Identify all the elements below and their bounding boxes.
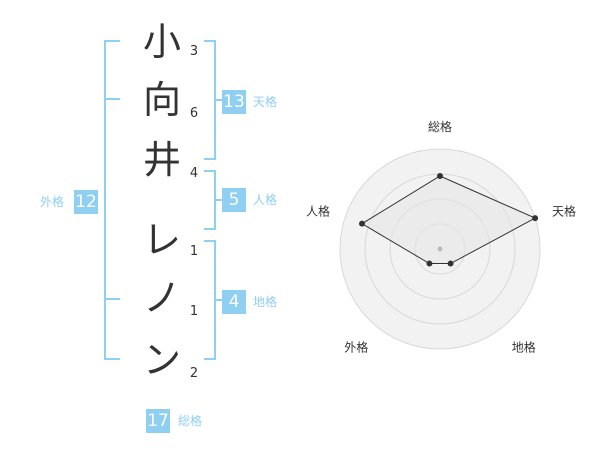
jinkaku-bracket (204, 170, 216, 230)
tenkaku-badge: 13 (222, 90, 246, 114)
stroke-count-2: 6 (189, 106, 199, 121)
stroke-count-4: 1 (189, 244, 199, 259)
radar-point-2 (532, 215, 539, 222)
name-char-6: ン (142, 338, 181, 382)
tenkaku-tick (216, 99, 222, 101)
chikaku-label: 地格 (253, 295, 278, 309)
gaikaku-label: 外格 (40, 195, 65, 209)
radar-point-3 (447, 260, 454, 267)
stroke-count-1: 3 (189, 44, 199, 59)
radar-polygon (361, 175, 537, 265)
name-char-4: レ (142, 218, 181, 262)
radar-axis-label-3: 地格 (512, 340, 536, 355)
radar-axis-label-2: 天格 (552, 203, 576, 218)
radar-point-1 (437, 173, 443, 179)
radar-point-5 (359, 220, 366, 227)
gaikaku-bracket (104, 40, 120, 360)
radar-center (437, 246, 443, 252)
name-char-1: 小 (142, 20, 181, 64)
stroke-count-6: 2 (189, 366, 199, 381)
jinkaku-tick (216, 199, 222, 201)
name-char-2: 向 (142, 78, 181, 122)
jinkaku-badge: 5 (222, 188, 246, 212)
tenkaku-label: 天格 (253, 95, 278, 109)
radar-axis-label-5: 人格 (306, 203, 330, 218)
radar-axis-label-1: 総格 (428, 119, 452, 134)
chikaku-tick (216, 299, 222, 301)
tenkaku-bracket (204, 40, 216, 160)
stroke-count-5: 1 (189, 304, 199, 319)
gaikaku-tick-upper (104, 98, 120, 100)
name-char-5: ノ (142, 276, 181, 320)
radar-point-4 (426, 260, 433, 267)
chikaku-badge: 4 (222, 290, 246, 314)
gaikaku-tick-lower (104, 298, 120, 300)
stroke-count-3: 4 (189, 166, 199, 181)
name-char-3: 井 (142, 138, 181, 182)
soukaku-badge: 17 (146, 409, 170, 433)
soukaku-label: 総格 (178, 414, 203, 428)
gaikaku-badge: 12 (74, 190, 98, 214)
chikaku-bracket (204, 240, 216, 360)
radar-axis-label-4: 外格 (344, 340, 368, 355)
radar-ring-4 (339, 148, 541, 350)
jinkaku-label: 人格 (253, 193, 278, 207)
